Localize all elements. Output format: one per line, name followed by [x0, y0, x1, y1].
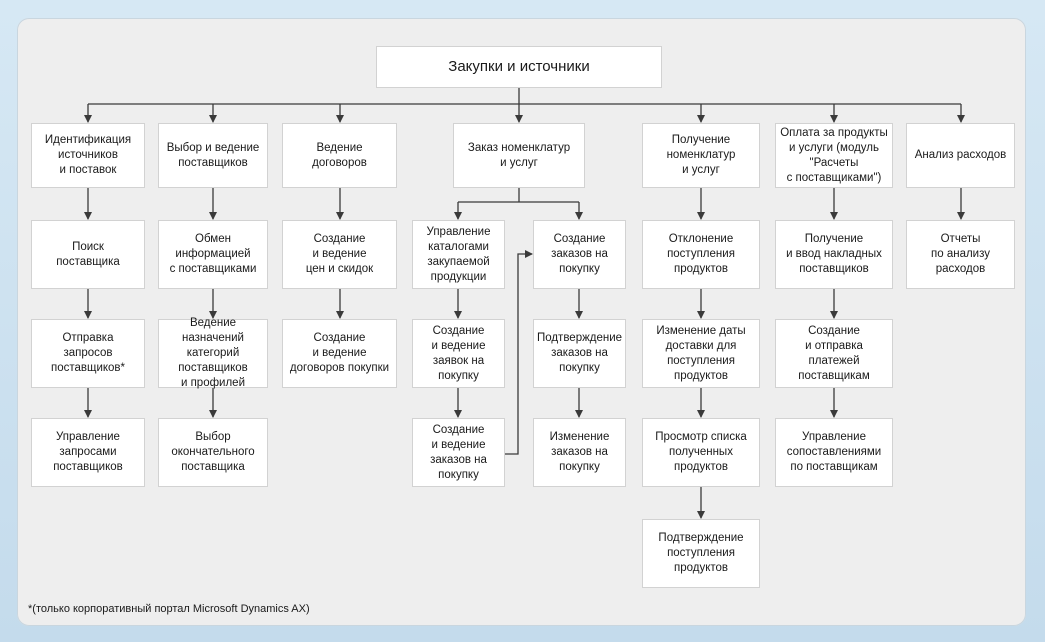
root-title: Закупки и источники	[448, 58, 590, 75]
box-label: Управление запросами поставщиков	[53, 431, 123, 473]
box-select-final-vendor: Выбор окончательного поставщика	[158, 418, 268, 487]
box-label: Отклонение поступления продуктов	[667, 233, 735, 275]
box-change-purchase-orders: Изменение заказов на покупку	[533, 418, 626, 487]
box-label: Изменение даты доставки для поступления …	[656, 324, 746, 382]
box-label: Обмен информацией с поставщиками	[169, 233, 257, 275]
header-vendor-payments: Оплата за продукты и услуги (модуль "Рас…	[775, 123, 893, 188]
box-confirm-receipt: Подтверждение поступления продуктов	[642, 519, 760, 588]
box-purchase-requisitions: Создание и ведение заявок на покупку	[412, 319, 505, 388]
header-receive-goods: Получение номенклатур и услуг	[642, 123, 760, 188]
box-find-vendor: Поиск поставщика	[31, 220, 145, 289]
box-spend-reports: Отчеты по анализу расходов	[906, 220, 1015, 289]
box-prices-discounts: Создание и ведение цен и скидок	[282, 220, 397, 289]
box-label: Изменение заказов на покупку	[549, 431, 610, 473]
header-source-identification: Идентификация источников и поставок	[31, 123, 145, 188]
box-vendor-payments: Создание и отправка платежей поставщикам	[775, 319, 893, 388]
header-label: Выбор и ведение поставщиков	[166, 141, 260, 169]
box-label: Подтверждение поступления продуктов	[658, 532, 744, 574]
header-label: Анализ расходов	[914, 149, 1007, 161]
box-label: Подтверждение заказов на покупку	[536, 332, 623, 374]
header-label: Идентификация источников и поставок	[44, 134, 132, 176]
box-label: Создание и отправка платежей поставщикам	[798, 324, 870, 382]
box-procurement-catalogs: Управление каталогами закупаемой продукц…	[412, 220, 505, 289]
loop-arrow	[505, 250, 533, 455]
box-label: Отправка запросов поставщиков*	[50, 332, 126, 374]
header-order-goods: Заказ номенклатур и услуг	[453, 123, 585, 188]
header-label: Ведение договоров	[312, 141, 367, 169]
box-vendor-invoices: Получение и ввод накладных поставщиков	[775, 220, 893, 289]
box-label: Управление сопоставлениями по поставщика…	[786, 431, 882, 473]
box-label: Создание и ведение заказов на покупку	[430, 423, 487, 481]
box-view-received-list: Просмотр списка полученных продуктов	[642, 418, 760, 487]
box-vendor-collaboration: Обмен информацией с поставщиками	[158, 220, 268, 289]
box-vendor-matching: Управление сопоставлениями по поставщика…	[775, 418, 893, 487]
header-label: Заказ номенклатур и услуг	[467, 141, 571, 169]
box-label: Просмотр списка полученных продуктов	[655, 431, 747, 473]
header-label: Оплата за продукты и услуги (модуль "Рас…	[780, 126, 888, 184]
box-reject-receipt: Отклонение поступления продуктов	[642, 220, 760, 289]
box-label: Создание и ведение заявок на покупку	[431, 324, 486, 382]
box-create-purchase-orders: Создание заказов на покупку	[533, 220, 626, 289]
box-label: Управление каталогами закупаемой продукц…	[426, 225, 491, 283]
box-label: Ведение назначений категорий поставщиков…	[178, 317, 248, 389]
box-vendor-categories: Ведение назначений категорий поставщиков…	[158, 317, 268, 389]
box-purchase-agreements: Создание и ведение договоров покупки	[282, 319, 397, 388]
box-confirm-purchase-orders: Подтверждение заказов на покупку	[533, 319, 626, 388]
box-label: Создание и ведение договоров покупки	[289, 332, 390, 374]
box-label: Получение и ввод накладных поставщиков	[786, 233, 882, 275]
header-label: Получение номенклатур и услуг	[666, 134, 736, 176]
box-label: Поиск поставщика	[56, 240, 120, 268]
box-send-rfq: Отправка запросов поставщиков*	[31, 319, 145, 388]
header-agreements: Ведение договоров	[282, 123, 397, 188]
header-spend-analysis: Анализ расходов	[906, 123, 1015, 188]
footnote: *(только корпоративный портал Microsoft …	[28, 603, 310, 615]
box-label: Создание заказов на покупку	[551, 233, 608, 275]
box-label: Отчеты по анализу расходов	[931, 233, 990, 275]
box-label: Создание и ведение цен и скидок	[305, 233, 374, 275]
header-vendor-selection: Выбор и ведение поставщиков	[158, 123, 268, 188]
box-change-delivery-date: Изменение даты доставки для поступления …	[642, 319, 760, 388]
box-maintain-purchase-orders: Создание и ведение заказов на покупку	[412, 418, 505, 487]
root-box-purchasing-and-sourcing: Закупки и источники	[376, 46, 662, 88]
box-label: Выбор окончательного поставщика	[171, 431, 255, 473]
box-manage-rfq: Управление запросами поставщиков	[31, 418, 145, 487]
